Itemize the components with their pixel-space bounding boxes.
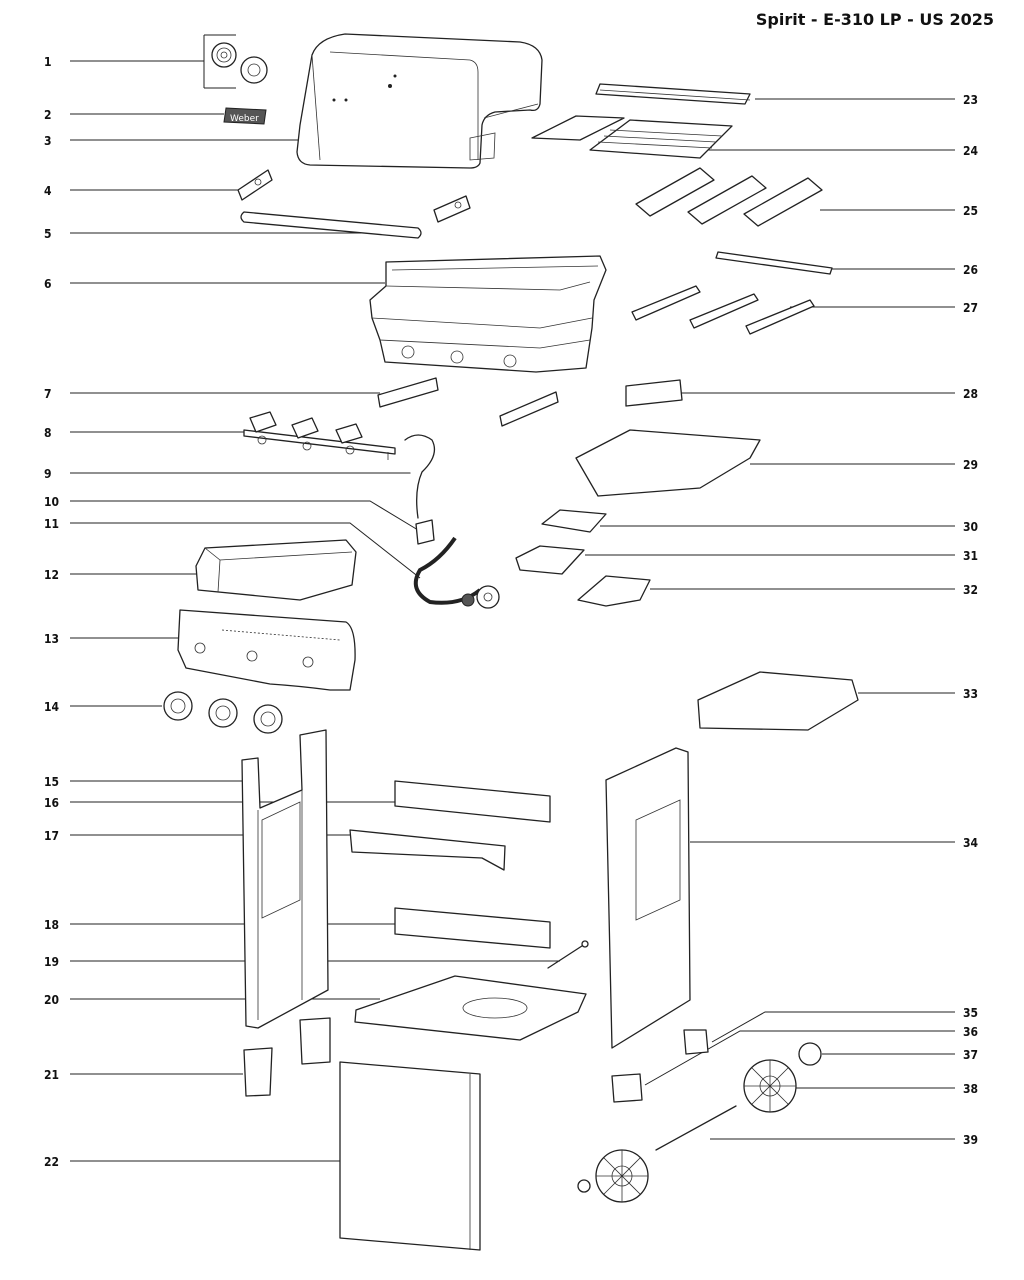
regulator-bracket-part [415, 519, 435, 545]
callout-number: 30 [963, 520, 978, 534]
right-side-table-part [697, 671, 859, 731]
callout-number: 38 [963, 1082, 978, 1096]
caster-part [243, 1017, 331, 1097]
callout-number: 17 [44, 829, 59, 843]
hubcap-part [798, 1042, 822, 1066]
lid-part [296, 33, 543, 169]
tank-holder-part [577, 575, 651, 607]
callout-number: 35 [963, 1006, 978, 1020]
burners-part [631, 285, 815, 335]
gas-hose-part [404, 434, 436, 519]
callout-number: 9 [44, 467, 52, 481]
callout-number: 10 [44, 495, 59, 509]
caster-block-part [611, 1029, 709, 1103]
warming-rack-part [595, 83, 751, 105]
heat-shield-part [377, 377, 559, 427]
callout-number: 14 [44, 700, 60, 714]
callout-number: 19 [44, 955, 59, 969]
thermometer-part [211, 42, 268, 84]
callout-number: 23 [963, 93, 978, 107]
cross-brace-part [349, 780, 551, 949]
hinge-bracket-part [237, 169, 471, 223]
callout-number: 6 [44, 277, 52, 291]
callout-number: 31 [963, 549, 978, 563]
callout-number: 39 [963, 1133, 978, 1147]
bottom-shelf-part [354, 975, 587, 1041]
regulator-hose-part [413, 536, 500, 609]
side-table-part [195, 539, 357, 601]
callout-number: 25 [963, 204, 978, 218]
callout-number: 34 [963, 836, 979, 850]
callout-number: 16 [44, 796, 59, 810]
callout-number: 22 [44, 1155, 59, 1169]
page-title: Spirit - E-310 LP - US 2025 [755, 10, 994, 29]
callout-number: 33 [963, 687, 978, 701]
axle-part [577, 1105, 737, 1203]
callout-number: 29 [963, 458, 978, 472]
callout-number: 21 [44, 1068, 59, 1082]
crossover-bracket-part [715, 251, 833, 275]
callout-numbers: 1 2 3 4 5 6 7 8 9 10 11 12 13 14 15 16 1… [44, 55, 979, 1169]
callout-number: 4 [44, 184, 52, 198]
callout-number: 13 [44, 632, 59, 646]
callout-number: 26 [963, 263, 978, 277]
right-frame-part [605, 747, 691, 1049]
cookbox-part [369, 255, 607, 373]
callout-number: 12 [44, 568, 59, 582]
cabinet-door-part [339, 1061, 481, 1251]
control-panel-part [177, 609, 356, 691]
callout-number: 7 [44, 387, 52, 401]
callout-number: 15 [44, 775, 59, 789]
callout-number: 24 [963, 144, 979, 158]
left-frame-part [241, 729, 329, 1029]
callout-number: 20 [44, 993, 59, 1007]
drip-tray-part [515, 509, 607, 575]
grease-tray-part [575, 429, 761, 497]
callout-number: 5 [44, 227, 52, 241]
handle-part [240, 211, 422, 239]
control-knobs-part [163, 691, 283, 734]
callout-number: 3 [44, 134, 52, 148]
callout-number: 32 [963, 583, 978, 597]
callout-number: 8 [44, 426, 52, 440]
callout-number: 27 [963, 301, 978, 315]
nameplate-logo-text: Weber [230, 114, 259, 124]
manifold-valves-part [243, 411, 396, 460]
callout-number: 11 [44, 517, 59, 531]
callout-number: 1 [44, 55, 52, 69]
callout-number: 36 [963, 1025, 978, 1039]
catch-pan-holder-part [625, 379, 683, 407]
cooking-grates-part [531, 115, 733, 159]
nameplate-part: Weber [223, 107, 267, 125]
callout-number: 37 [963, 1048, 978, 1062]
axle-pin-part [547, 940, 589, 969]
wheel-part [743, 1059, 797, 1113]
callout-number: 2 [44, 108, 52, 122]
callout-number: 28 [963, 387, 978, 401]
callout-number: 18 [44, 918, 59, 932]
flavorizer-bars-part [635, 167, 823, 227]
